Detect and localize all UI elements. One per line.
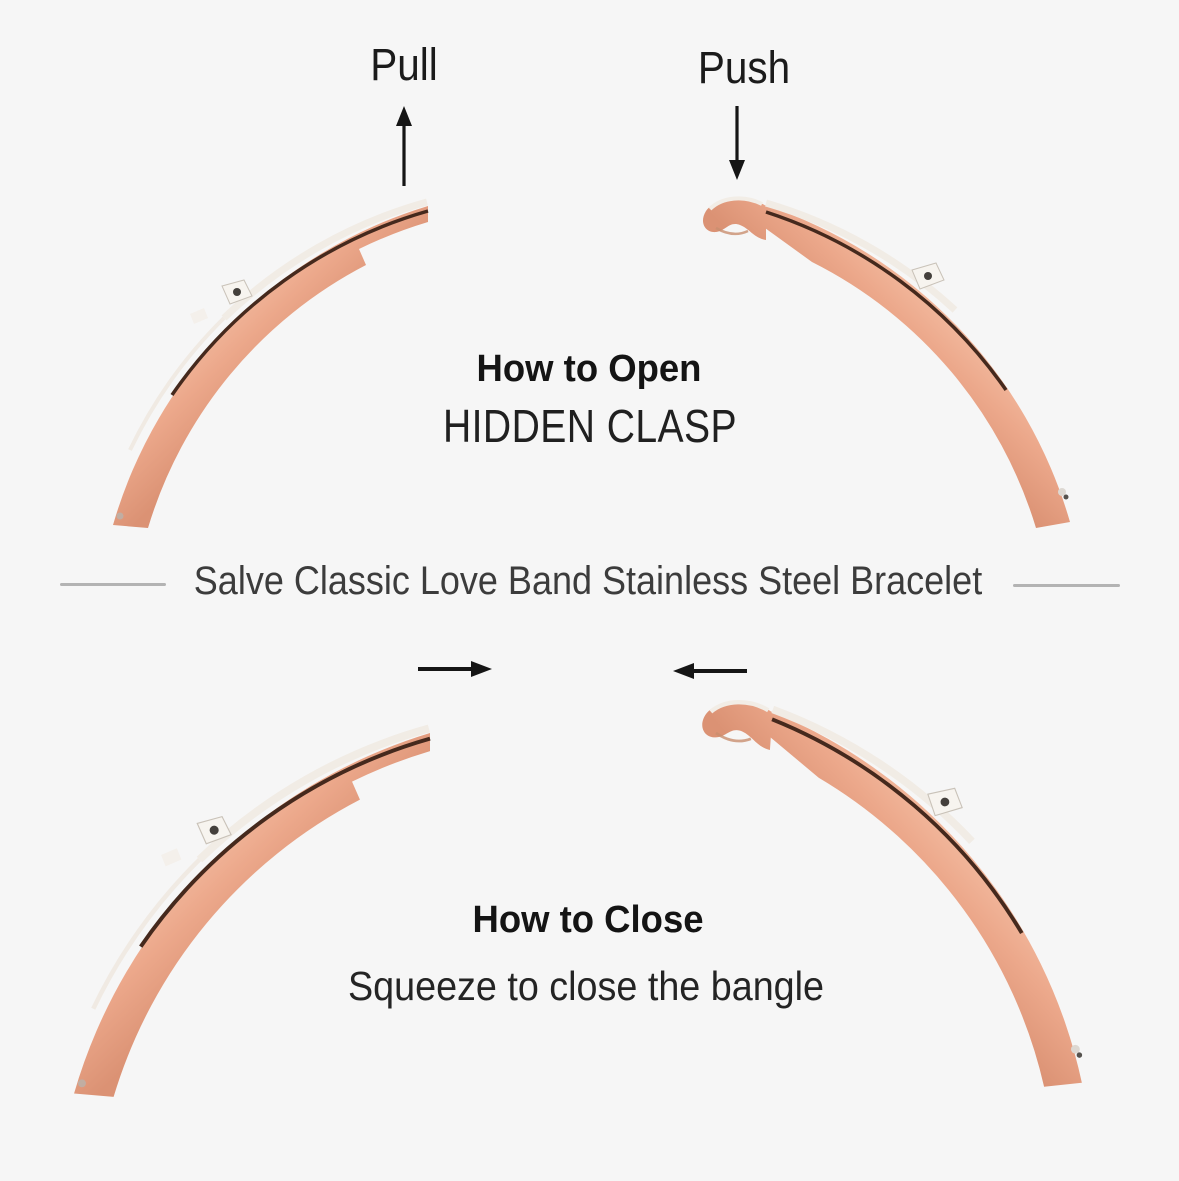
divider-line-right	[1013, 584, 1120, 587]
open-subheading: HIDDEN CLASP	[442, 400, 738, 452]
squeeze-arrow-right-icon	[418, 661, 492, 677]
close-heading: How to Close	[472, 899, 704, 941]
pull-label: Pull	[370, 39, 438, 90]
divider-line-left	[60, 583, 166, 586]
bracelet-arc-top-left	[113, 202, 428, 528]
open-heading: How to Open	[476, 348, 702, 390]
close-subheading: Squeeze to close the bangle	[347, 963, 825, 1009]
push-label: Push	[697, 42, 791, 93]
bracelet-arc-bottom-right	[679, 699, 1107, 1089]
bracelet-arc-top-right	[703, 198, 1070, 528]
squeeze-arrow-left-icon	[673, 663, 747, 679]
product-title: Salve Classic Love Band Stainless Steel …	[193, 559, 983, 603]
bracelet-arc-bottom-left	[74, 728, 430, 1096]
pull-arrow-up-icon	[396, 106, 412, 186]
push-arrow-down-icon	[729, 106, 745, 180]
